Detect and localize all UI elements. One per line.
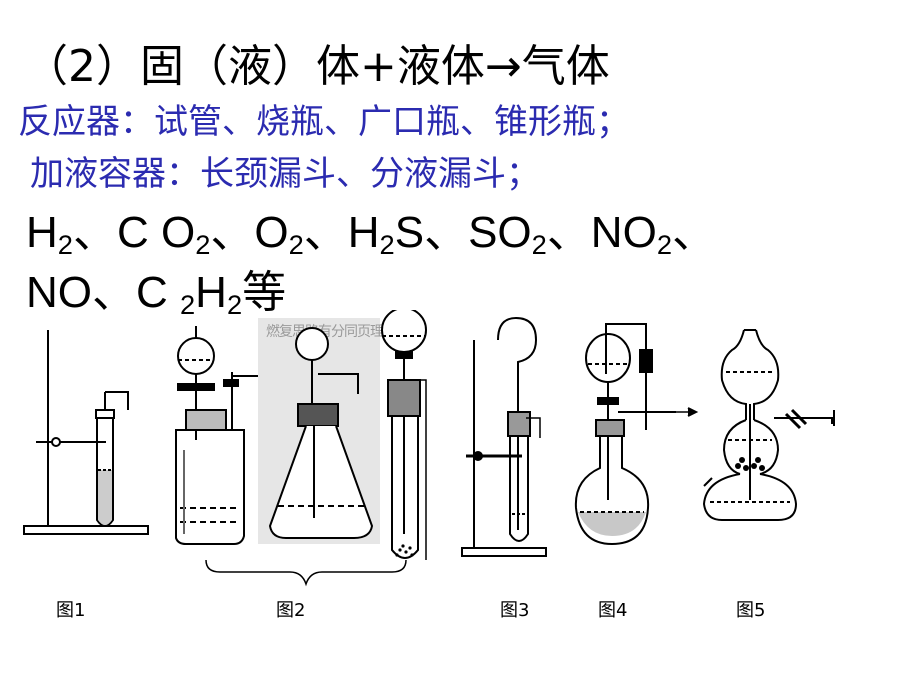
figure-2-flask-photo: 燃复思路有分同页理 xyxy=(258,318,385,544)
scan-background-text: 燃复思路有分同页理 xyxy=(266,323,384,340)
figure-5-caption: 图5 xyxy=(736,600,766,621)
figure-2-tube-apparatus xyxy=(381,310,427,560)
figure-3-caption: 图3 xyxy=(500,600,530,621)
gas-seg: 、H2 xyxy=(303,208,395,260)
slide-title: （2）固（液）体+液体→气体 xyxy=(24,41,610,92)
apparatus-illustration: 燃复思路有分同页理 xyxy=(23,310,835,587)
figure-3-apparatus xyxy=(461,316,547,557)
gases-line-2: NO、C 2H2等 xyxy=(26,256,286,321)
figure-5-apparatus xyxy=(702,329,835,521)
gas-seg: 、NO2 xyxy=(546,208,672,260)
figure-1-caption: 图1 xyxy=(56,600,86,621)
liquid-adder-line: 加液容器：长颈漏斗、分液漏斗； xyxy=(30,154,540,194)
gas-seg: S、SO2 xyxy=(394,208,547,260)
figure-1-apparatus xyxy=(23,330,149,535)
figure-2-caption: 图2 xyxy=(276,600,306,621)
gas-seg: NO、C 2 xyxy=(26,268,196,320)
figure-2-brace xyxy=(205,559,407,587)
figure-4-apparatus xyxy=(574,323,699,546)
reactor-line: 反应器：试管、烧瓶、广口瓶、锥形瓶； xyxy=(18,102,630,142)
figure-4-caption: 图4 xyxy=(598,600,628,621)
gas-seg: 、 xyxy=(671,208,716,257)
gas-seg: H2 xyxy=(195,268,243,320)
gas-seg: 、O2 xyxy=(210,208,304,260)
figure-2-bottle-apparatus xyxy=(175,326,258,545)
gas-seg: 、C O2 xyxy=(72,208,211,260)
gases-line-1: H2、C O2、O2、H2S、SO2、NO2、 xyxy=(26,196,716,261)
gas-seg: 等 xyxy=(242,268,287,317)
gas-seg: H2 xyxy=(26,208,73,260)
